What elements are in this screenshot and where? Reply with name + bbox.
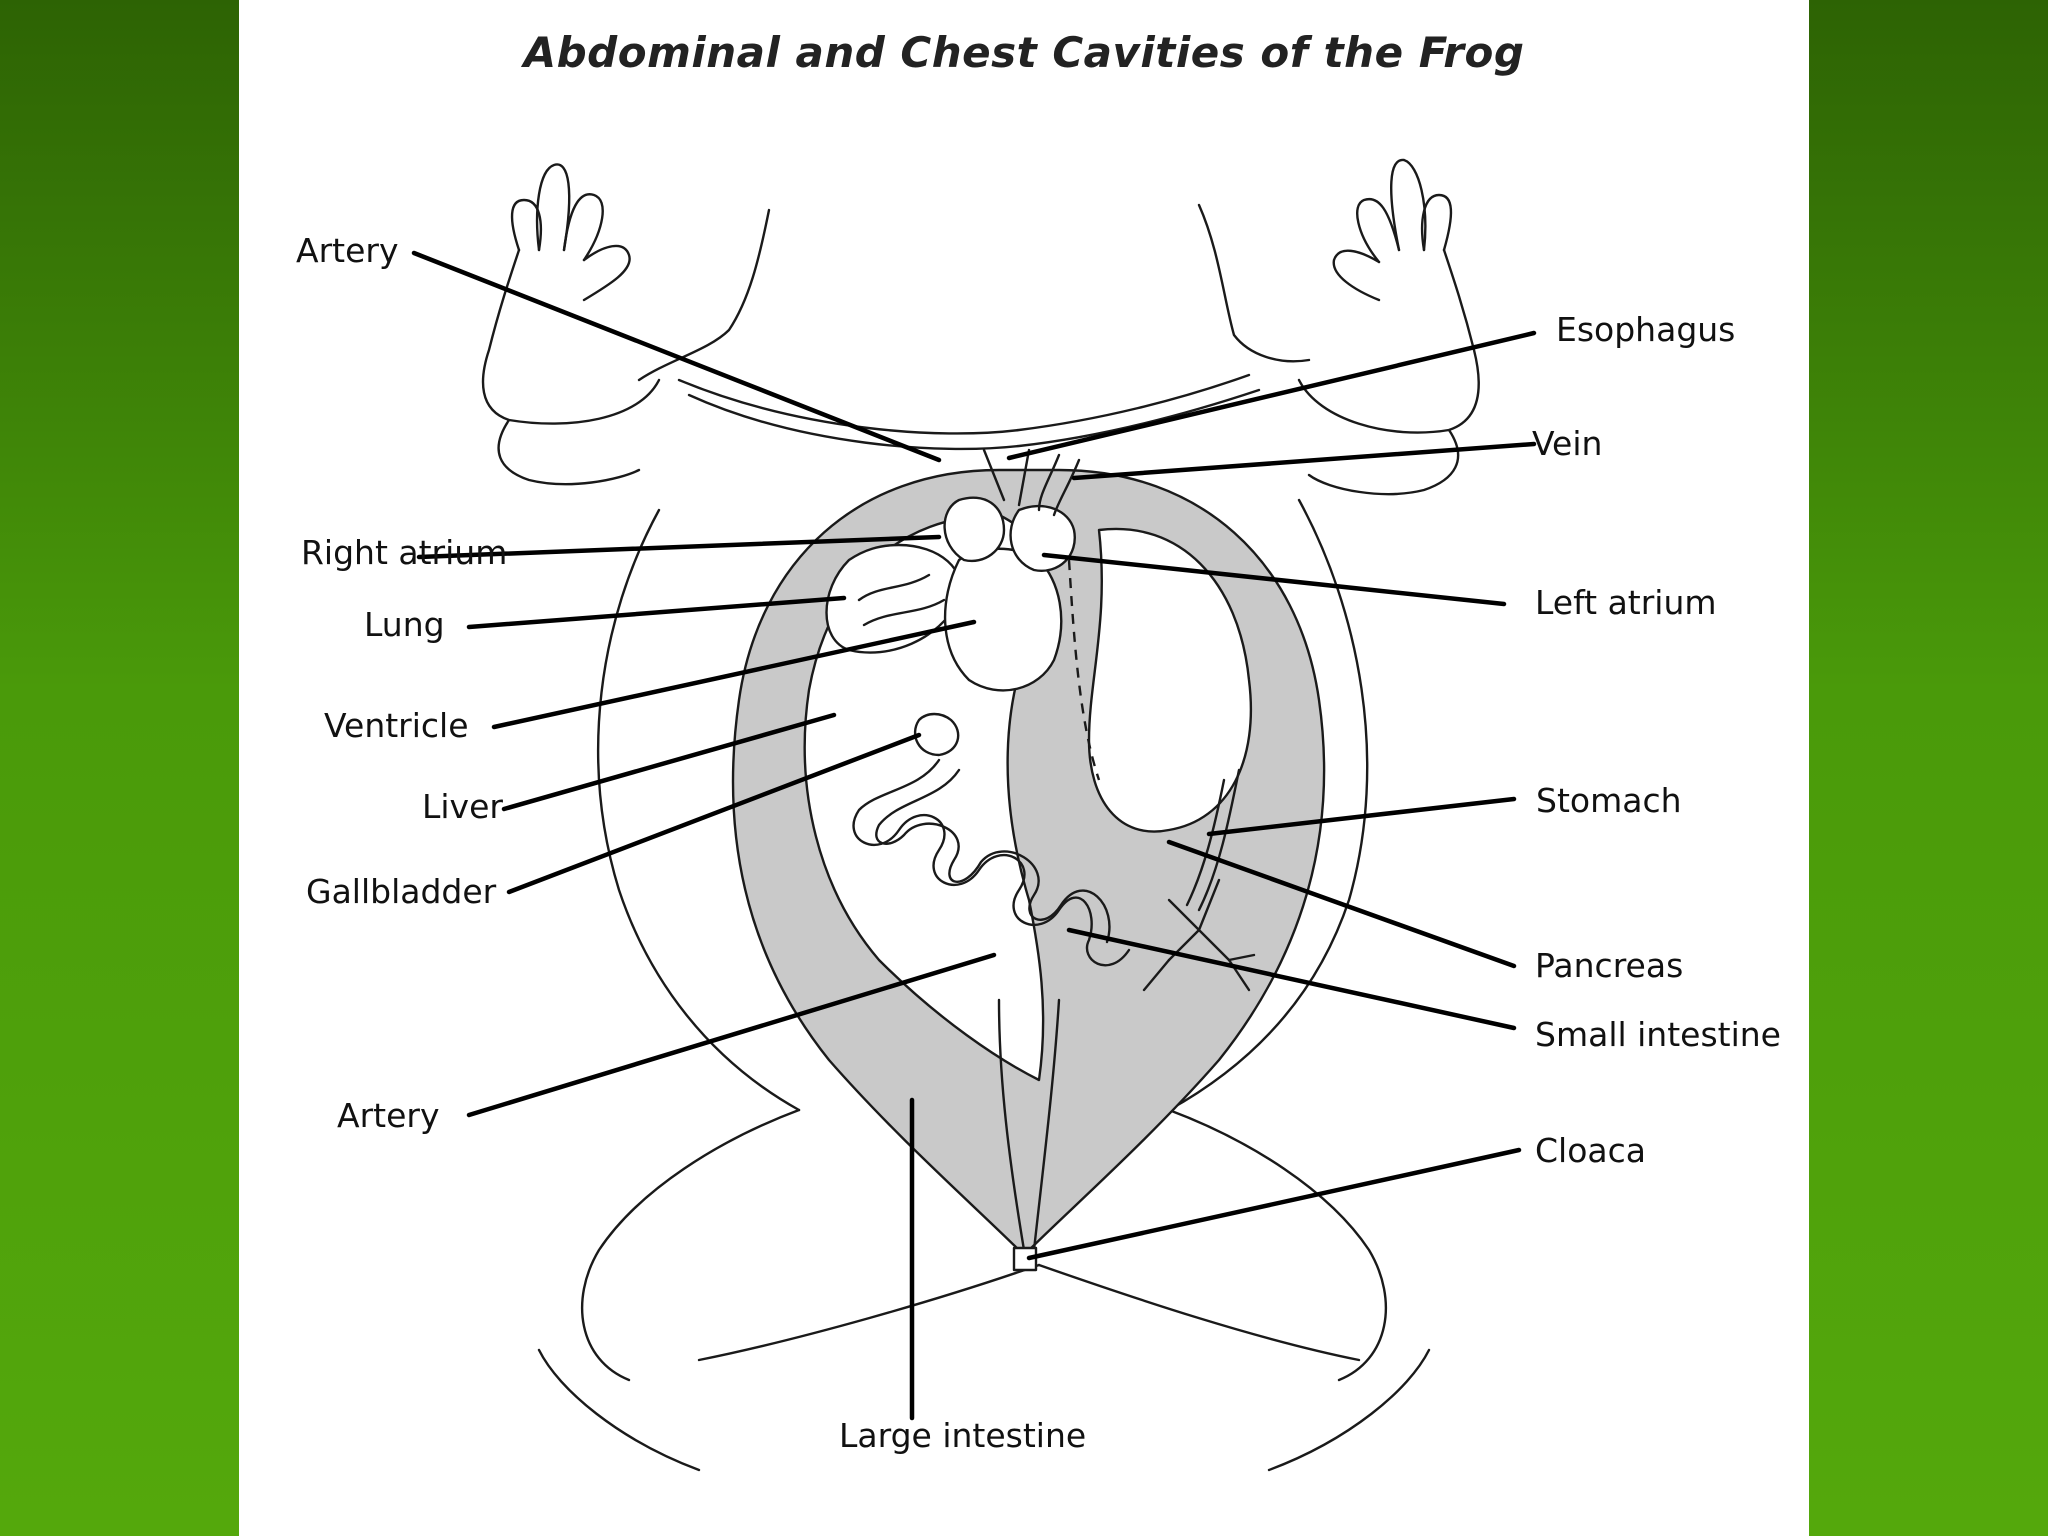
label-vein: Vein <box>1532 424 1602 463</box>
stomach <box>1087 527 1253 833</box>
leader-small-intestine <box>1066 927 1517 1031</box>
leader-artery-top <box>411 250 942 463</box>
label-pancreas: Pancreas <box>1535 946 1683 985</box>
left-atrium <box>1009 504 1076 572</box>
pancreas <box>1185 768 1241 912</box>
frog-anatomy-diagram: Artery Right atrium Lung Ventricle Liver… <box>296 158 1781 1472</box>
vein <box>1037 453 1061 512</box>
label-left-atrium: Left atrium <box>1535 583 1717 622</box>
label-artery-bottom: Artery <box>337 1096 439 1135</box>
leader-artery-bottom <box>466 952 997 1118</box>
label-stomach: Stomach <box>1536 781 1682 820</box>
diagram-title: Abdominal and Chest Cavities of the Frog <box>523 28 1525 77</box>
small-intestine <box>852 758 1131 967</box>
label-small-intestine: Small intestine <box>1535 1015 1781 1054</box>
leader-stomach <box>1206 796 1517 837</box>
leader-liver <box>501 712 837 812</box>
esophagus <box>982 448 1006 502</box>
leader-esophagus <box>1006 330 1537 461</box>
leader-lung <box>466 595 847 630</box>
leader-right-atrium <box>416 534 942 560</box>
label-liver: Liver <box>422 787 503 826</box>
frog-body-outline <box>481 158 1480 1472</box>
gallbladder <box>913 712 960 757</box>
mesenteric-artery <box>1142 878 1256 992</box>
cloaca <box>1012 1246 1038 1272</box>
label-ventricle: Ventricle <box>324 706 469 745</box>
labels: Artery Right atrium Lung Ventricle Liver… <box>296 231 1781 1455</box>
label-lung: Lung <box>364 605 445 644</box>
label-large-intestine: Large intestine <box>839 1416 1086 1455</box>
label-artery-top: Artery <box>296 231 398 270</box>
label-esophagus: Esophagus <box>1556 310 1735 349</box>
leader-ventricle <box>491 619 977 730</box>
label-cloaca: Cloaca <box>1535 1131 1646 1170</box>
label-right-atrium: Right atrium <box>301 533 507 572</box>
leader-left-atrium <box>1041 552 1507 607</box>
label-gallbladder: Gallbladder <box>306 872 497 911</box>
leader-gallbladder <box>506 732 922 895</box>
leader-lines <box>411 250 1537 1421</box>
diagram-panel: Abdominal and Chest Cavities of the Frog <box>239 0 1809 1536</box>
leader-cloaca <box>1026 1147 1522 1261</box>
leader-vein <box>1071 441 1537 481</box>
leader-pancreas <box>1166 839 1517 969</box>
right-atrium <box>943 496 1006 563</box>
